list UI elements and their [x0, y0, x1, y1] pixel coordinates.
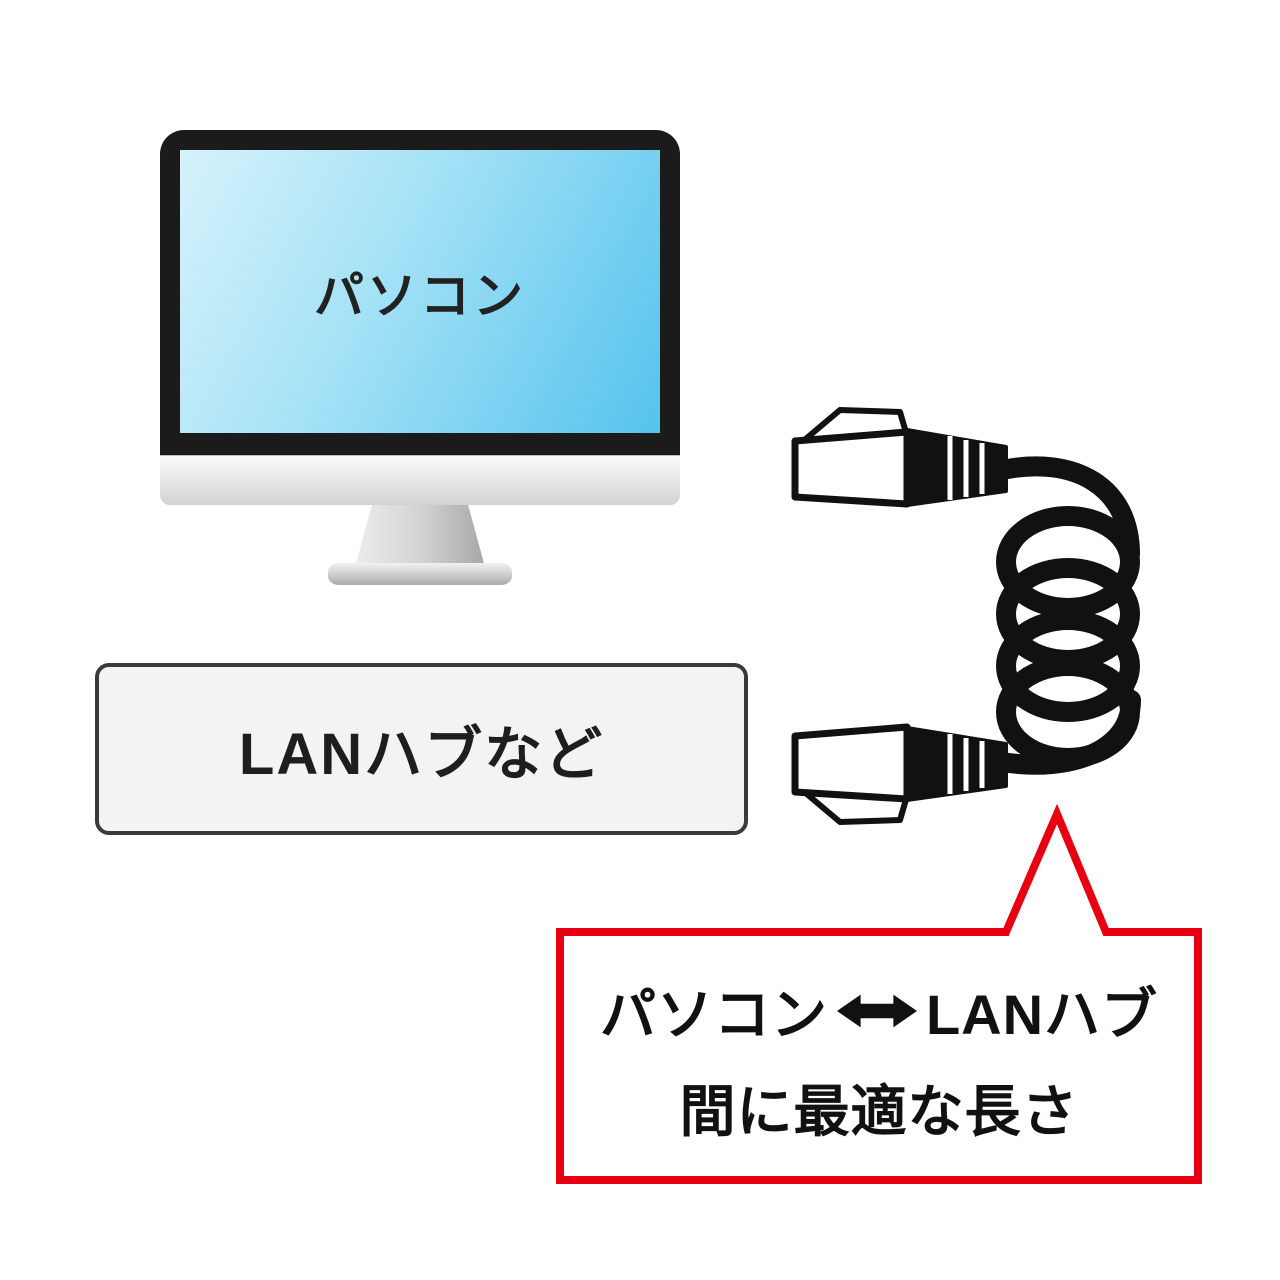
monitor-screen: パソコン	[180, 150, 660, 433]
monitor-stand-neck	[355, 505, 485, 567]
callout-outline	[556, 803, 1202, 1184]
rj45-plug-top-icon	[791, 407, 1008, 508]
callout-bubble	[556, 803, 1202, 1184]
monitor-stand-base	[328, 563, 512, 585]
coil-loop	[996, 610, 1140, 722]
callout-line2: 間に最適な長さ	[679, 1080, 1079, 1143]
callout-text: パソコン LANハブ 間に最適な長さ	[565, 948, 1193, 1170]
lan-hub-box: LANハブなど	[95, 663, 748, 835]
callout-line1-left: パソコン	[599, 983, 828, 1046]
left-right-arrow-icon	[836, 994, 917, 1027]
computer-monitor: パソコン	[160, 130, 680, 590]
coiled-lan-cable-icon	[791, 407, 1141, 825]
monitor-frame: パソコン	[160, 130, 680, 455]
callout-line1: パソコン LANハブ	[600, 970, 1158, 1051]
coil-loop	[996, 506, 1140, 618]
monitor-label: パソコン	[314, 267, 526, 324]
rj45-plug-bottom-icon	[791, 723, 1008, 825]
callout-line1-right: LANハブ	[925, 983, 1159, 1046]
lan-hub-label: LANハブなど	[238, 722, 605, 787]
monitor-chin	[160, 455, 680, 505]
coil-loop	[996, 656, 1140, 768]
